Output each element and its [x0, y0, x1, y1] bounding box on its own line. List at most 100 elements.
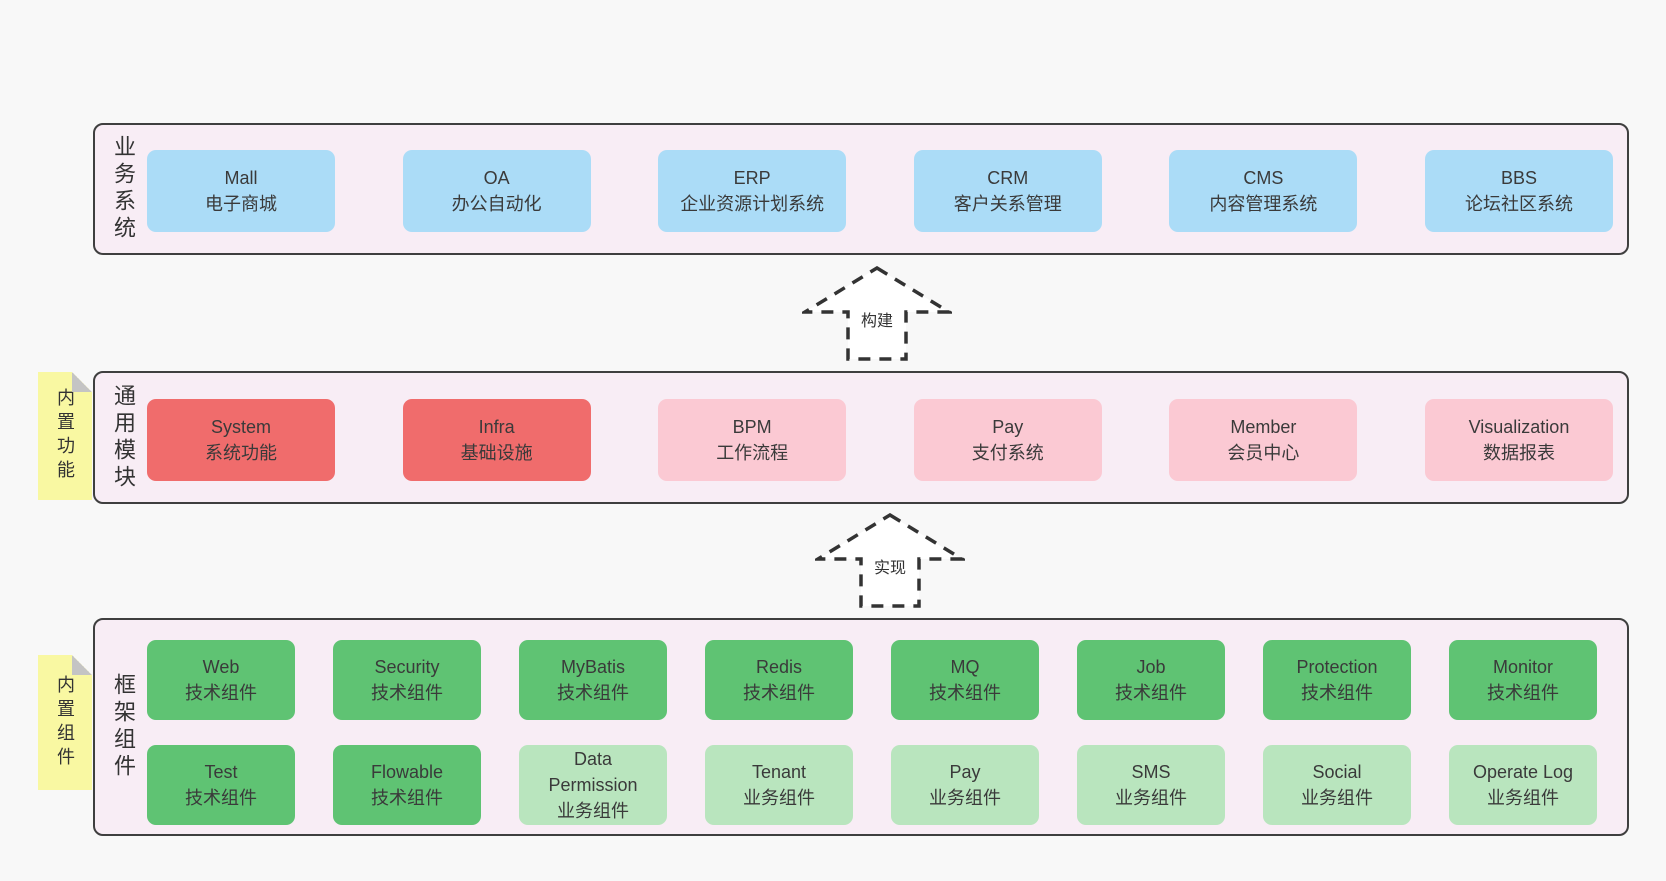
box-subtitle: 业务组件: [1487, 788, 1559, 808]
sticky-note-built-in-components: 内置组件: [38, 655, 92, 790]
box-member: Member 会员中心: [1169, 399, 1358, 481]
box-title: MyBatis: [560, 656, 625, 677]
box-job: Job 技术组件: [1077, 640, 1225, 720]
sticky-note-label: 内置功能: [55, 388, 75, 484]
sticky-note-label: 内置组件: [55, 674, 75, 771]
box-title: CMS: [1243, 167, 1284, 188]
box-title: Tenant: [751, 761, 807, 782]
box-subtitle: 客户关系管理: [953, 194, 1062, 214]
box-title: Web: [202, 656, 240, 677]
box-subtitle: 办公自动化: [451, 194, 542, 214]
panel-framework-components: 框架组件 Web 技术组件 Security 技术组件 MyBatis 技术组件…: [93, 618, 1629, 836]
panel-common-modules: 通用模块 System 系统功能 Infra 基础设施 BPM 工作流程 Pay…: [93, 371, 1629, 504]
box-data-permission: Data Permission 业务组件: [519, 745, 667, 825]
components-box-row-1: Web 技术组件 Security 技术组件 MyBatis 技术组件 Redi…: [147, 640, 1597, 720]
box-title: Flowable: [370, 761, 444, 782]
box-subtitle: 技术组件: [1301, 683, 1373, 703]
box-subtitle: 技术组件: [929, 683, 1001, 703]
box-subtitle: 技术组件: [1487, 683, 1559, 703]
sticky-note-built-in-features: 内置功能: [38, 372, 92, 500]
box-mybatis: MyBatis 技术组件: [519, 640, 667, 720]
box-oa: OA 办公自动化: [402, 150, 591, 232]
box-social: Social 业务组件: [1263, 745, 1411, 825]
box-subtitle: 支付系统: [971, 443, 1044, 463]
box-subtitle: 数据报表: [1482, 443, 1555, 463]
arrow-label: 实现: [870, 553, 910, 579]
panel-components-side-label: 框架组件: [111, 673, 136, 781]
box-title: CRM: [987, 167, 1029, 188]
box-subtitle: 技术组件: [371, 788, 443, 808]
box-subtitle: 业务组件: [929, 788, 1001, 808]
box-title: Job: [1136, 656, 1166, 677]
box-subtitle: 技术组件: [185, 683, 257, 703]
components-box-row-2: Test 技术组件 Flowable 技术组件 Data Permission …: [147, 745, 1597, 825]
box-title: Monitor: [1492, 656, 1554, 677]
box-title: Data Permission: [548, 748, 638, 795]
box-subtitle: 系统功能: [205, 443, 277, 463]
arrow-implement: 实现: [815, 513, 965, 609]
box-title: MQ: [950, 656, 980, 677]
box-title: Operate Log: [1472, 761, 1574, 782]
box-visualization: Visualization 数据报表: [1424, 399, 1613, 481]
box-protection: Protection 技术组件: [1263, 640, 1411, 720]
box-title: Pay: [992, 416, 1024, 437]
box-title: Protection: [1296, 656, 1378, 677]
box-subtitle: 技术组件: [371, 683, 443, 703]
business-box-row: Mall 电子商城 OA 办公自动化 ERP 企业资源计划系统 CRM 客户关系…: [147, 150, 1613, 232]
box-subtitle: 内容管理系统: [1209, 194, 1318, 214]
box-title: Member: [1230, 416, 1297, 437]
box-mq: MQ 技术组件: [891, 640, 1039, 720]
box-tenant: Tenant 业务组件: [705, 745, 853, 825]
box-title: ERP: [733, 167, 771, 188]
box-security: Security 技术组件: [333, 640, 481, 720]
box-redis: Redis 技术组件: [705, 640, 853, 720]
box-bpm: BPM 工作流程: [658, 399, 847, 481]
box-subtitle: 工作流程: [716, 443, 789, 463]
box-title: Test: [204, 761, 238, 782]
box-title: Pay: [949, 761, 981, 782]
box-mall: Mall 电子商城: [147, 150, 335, 232]
box-infra: Infra 基础设施: [402, 399, 591, 481]
box-subtitle: 技术组件: [557, 683, 629, 703]
box-subtitle: 电子商城: [205, 194, 277, 214]
box-subtitle: 业务组件: [557, 801, 629, 822]
box-test: Test 技术组件: [147, 745, 295, 825]
box-subtitle: 论坛社区系统: [1464, 194, 1573, 214]
box-crm: CRM 客户关系管理: [913, 150, 1102, 232]
box-subtitle: 业务组件: [1115, 788, 1187, 808]
box-subtitle: 技术组件: [1115, 683, 1187, 703]
box-title: Security: [374, 656, 440, 677]
box-bbs: BBS 论坛社区系统: [1424, 150, 1613, 232]
arrow-label: 构建: [857, 306, 897, 332]
box-subtitle: 技术组件: [185, 788, 257, 808]
box-title: Mall: [224, 167, 258, 188]
box-title: Redis: [755, 656, 803, 677]
box-pay-component: Pay 业务组件: [891, 745, 1039, 825]
box-title: SMS: [1131, 761, 1171, 782]
modules-box-row: System 系统功能 Infra 基础设施 BPM 工作流程 Pay 支付系统…: [147, 399, 1613, 481]
box-title: BBS: [1500, 167, 1537, 188]
box-subtitle: 技术组件: [743, 683, 815, 703]
box-cms: CMS 内容管理系统: [1169, 150, 1358, 232]
box-erp: ERP 企业资源计划系统: [658, 150, 847, 232]
box-web: Web 技术组件: [147, 640, 295, 720]
box-operate-log: Operate Log 业务组件: [1449, 745, 1597, 825]
arrow-build: 构建: [802, 266, 952, 362]
box-pay-module: Pay 支付系统: [913, 399, 1102, 481]
panel-modules-side-label: 通用模块: [111, 383, 136, 492]
box-flowable: Flowable 技术组件: [333, 745, 481, 825]
box-title: BPM: [732, 416, 772, 437]
box-system: System 系统功能: [147, 399, 335, 481]
panel-business-side-label: 业务系统: [111, 135, 136, 243]
box-sms: SMS 业务组件: [1077, 745, 1225, 825]
box-subtitle: 业务组件: [743, 788, 815, 808]
box-title: System: [210, 416, 271, 437]
box-subtitle: 企业资源计划系统: [680, 194, 825, 214]
box-monitor: Monitor 技术组件: [1449, 640, 1597, 720]
box-subtitle: 基础设施: [460, 443, 533, 463]
box-title: Infra: [478, 416, 515, 437]
box-subtitle: 业务组件: [1301, 788, 1373, 808]
box-subtitle: 会员中心: [1227, 443, 1300, 463]
box-title: OA: [483, 167, 510, 188]
